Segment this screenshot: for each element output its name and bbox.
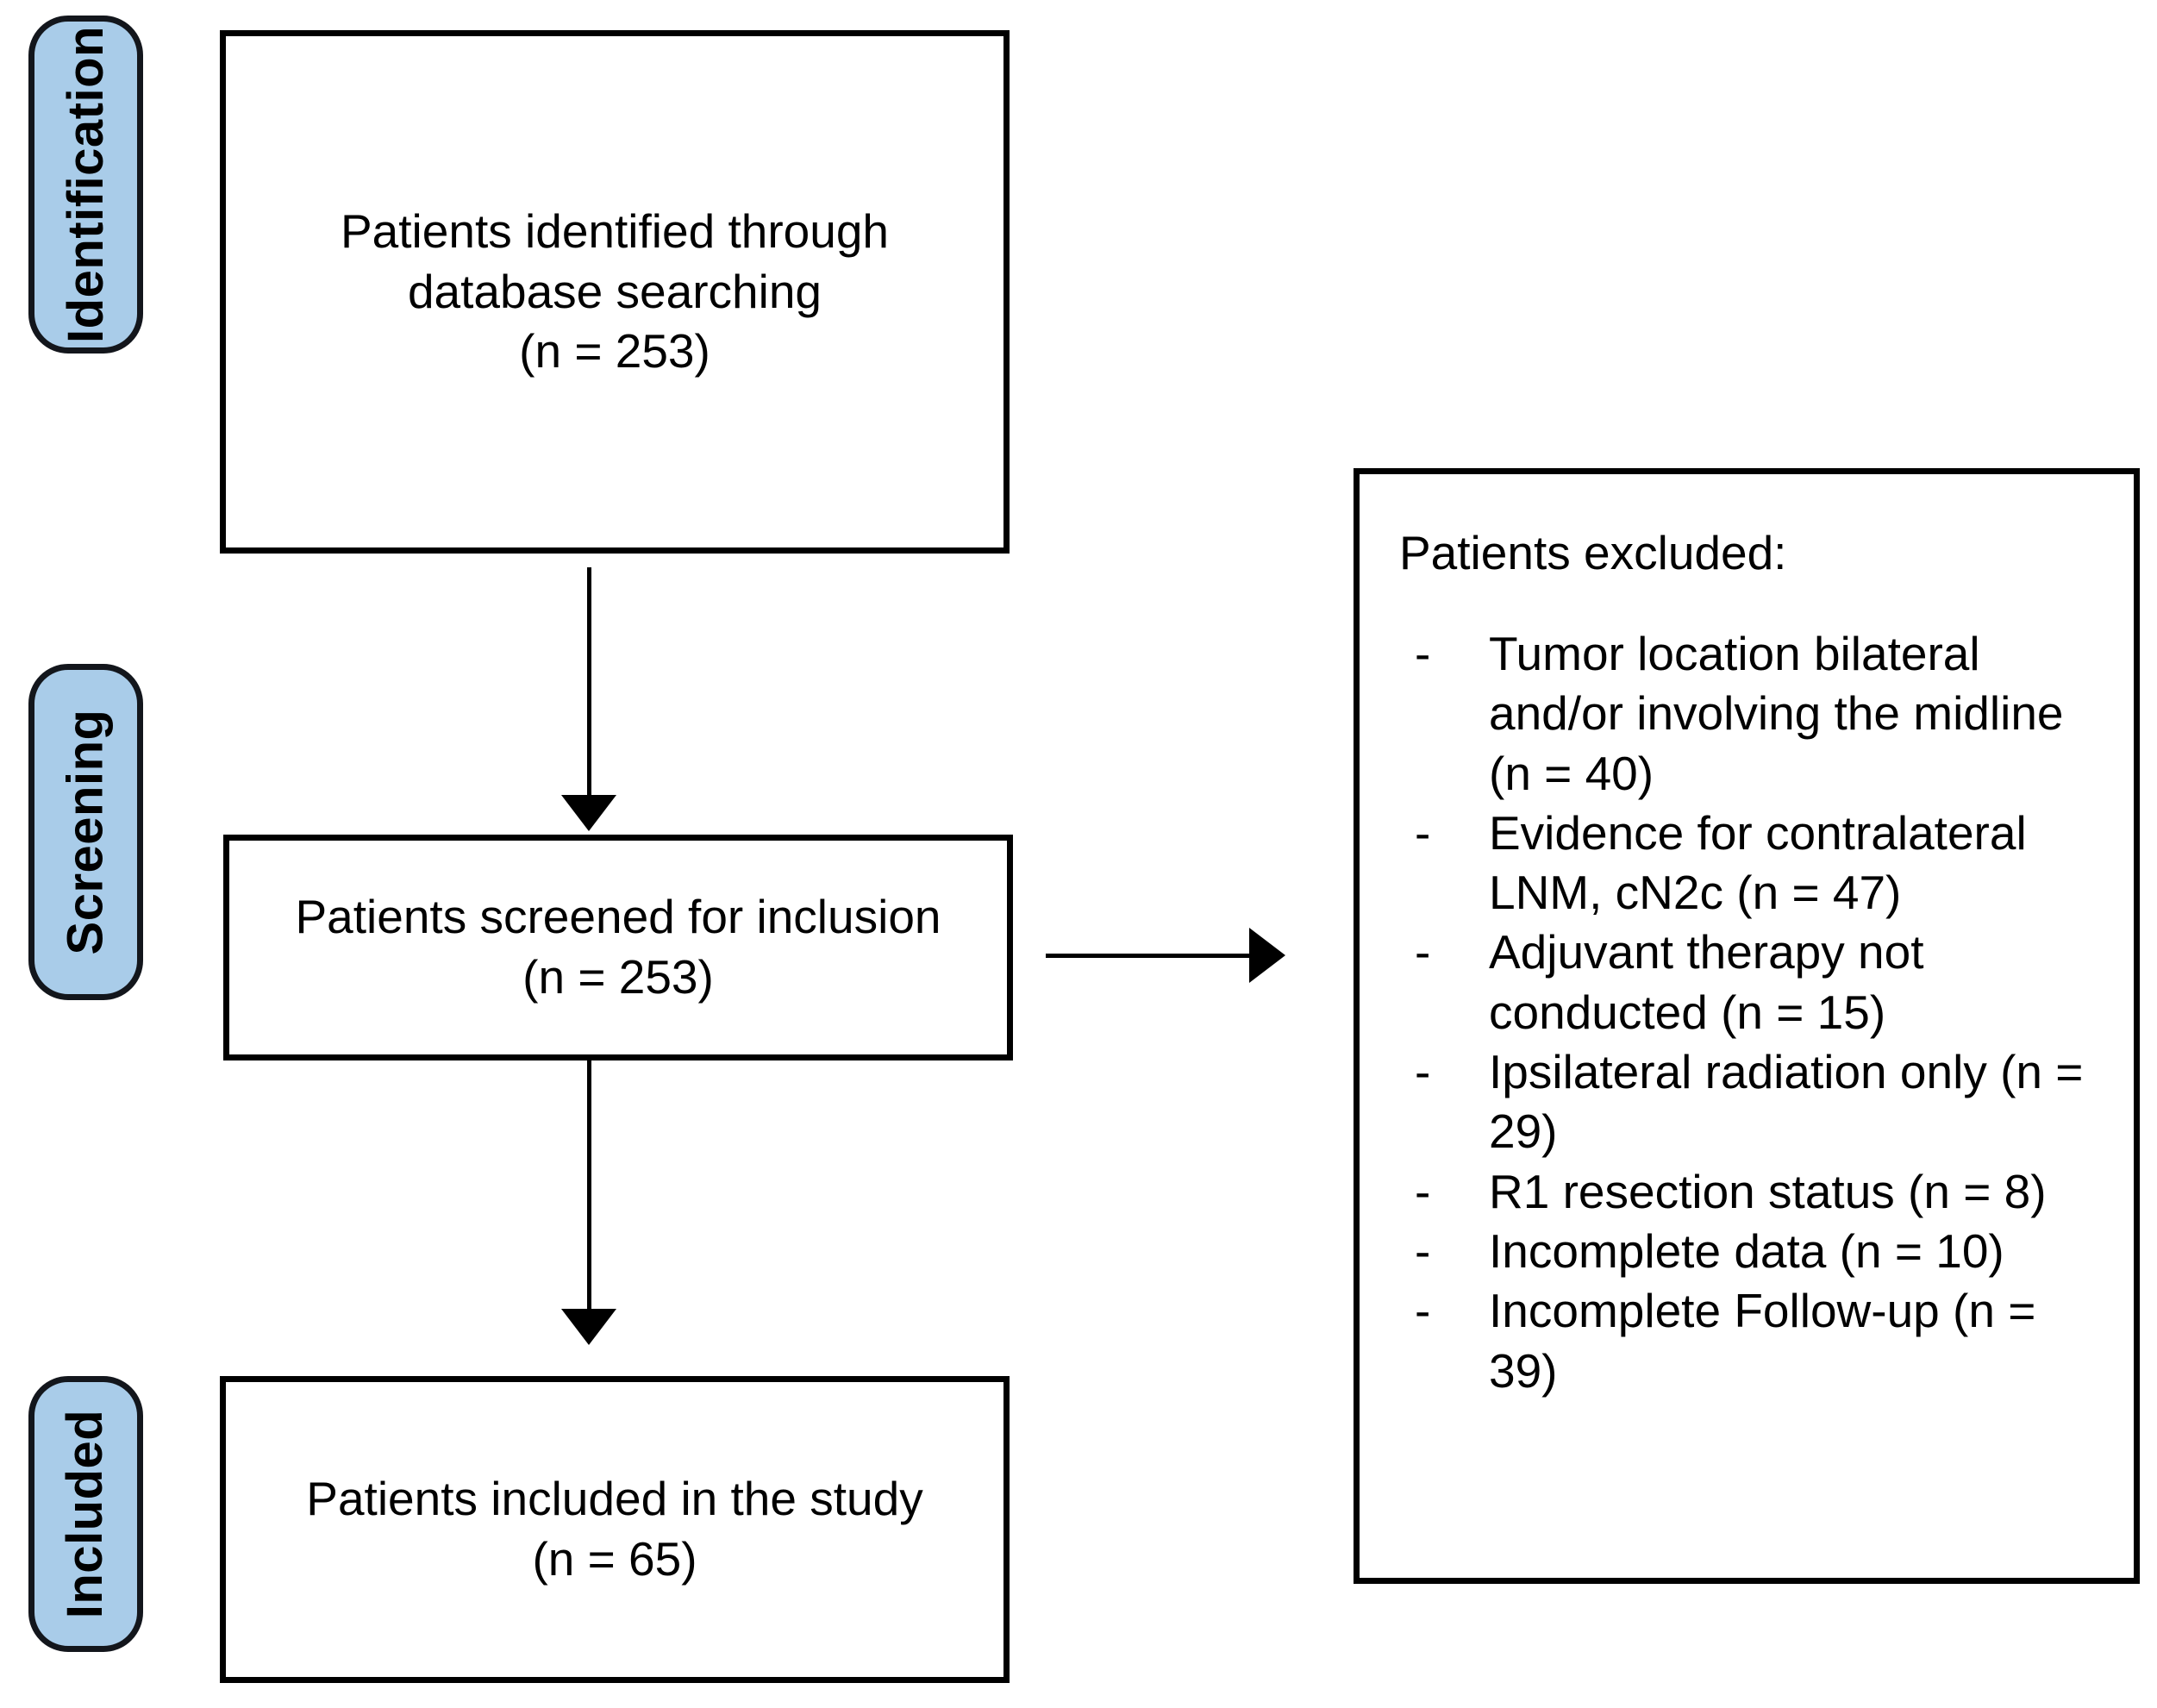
- exclusion-bullet-dash-icon: -: [1415, 1045, 1431, 1099]
- exclusion-reason-list: - Tumor location bilateral and/or involv…: [1399, 624, 2108, 1401]
- box-patients-identified-line-1: Patients identified through: [341, 203, 889, 258]
- box-patients-identified: Patients identified through database sea…: [220, 30, 1010, 554]
- exclusion-item-text: Tumor location bilateral and/or involvin…: [1489, 627, 2064, 800]
- exclusion-list-item: - Incomplete data (n = 10): [1399, 1222, 2108, 1281]
- exclusion-bullet-dash-icon: -: [1415, 805, 1431, 860]
- exclusion-bullet-dash-icon: -: [1415, 1284, 1431, 1338]
- box-patients-excluded: Patients excluded: - Tumor location bila…: [1354, 468, 2140, 1584]
- box-patients-identified-text: Patients identified through database sea…: [341, 202, 889, 383]
- stage-badge-screening-label: Screening: [57, 709, 114, 955]
- arrow-identified-to-screened: [561, 567, 616, 831]
- arrow-screened-to-excluded: [1046, 928, 1285, 983]
- exclusion-bullet-dash-icon: -: [1415, 627, 1431, 680]
- arrow-screened-to-excluded-shaft: [1046, 954, 1253, 958]
- arrow-screened-to-included-head: [561, 1309, 616, 1345]
- arrow-screened-to-included-shaft: [587, 1060, 591, 1311]
- arrow-screened-to-excluded-head: [1249, 928, 1285, 983]
- stage-badge-included: Included: [28, 1376, 143, 1652]
- box-patients-screened-line-2: (n = 253): [522, 950, 714, 1004]
- box-patients-included-line-2: (n = 65): [532, 1532, 697, 1586]
- box-patients-identified-line-3: (n = 253): [519, 324, 710, 379]
- exclusion-list-item: - Incomplete Follow-up (n = 39): [1399, 1281, 2108, 1401]
- box-patients-screened-line-1: Patients screened for inclusion: [295, 890, 941, 944]
- box-patients-included: Patients included in the study (n = 65): [220, 1376, 1010, 1683]
- stage-badge-included-label: Included: [57, 1409, 114, 1619]
- stage-badge-identification-label: Identification: [57, 26, 114, 343]
- exclusion-bullet-dash-icon: -: [1415, 925, 1431, 979]
- exclusion-bullet-dash-icon: -: [1415, 1223, 1431, 1278]
- arrow-screened-to-included: [561, 1060, 616, 1345]
- exclusion-list-item: - R1 resection status (n = 8): [1399, 1162, 2108, 1222]
- exclusion-title: Patients excluded:: [1399, 526, 1787, 579]
- stage-badge-identification: Identification: [28, 16, 143, 353]
- exclusion-item-text: Incomplete Follow-up (n = 39): [1489, 1284, 2036, 1398]
- exclusion-item-text: Ipsilateral radiation only (n = 29): [1489, 1045, 2084, 1159]
- box-patients-included-line-1: Patients included in the study: [306, 1472, 923, 1526]
- arrow-identified-to-screened-shaft: [587, 567, 591, 797]
- box-patients-identified-line-2: database searching: [407, 264, 822, 318]
- exclusion-bullet-dash-icon: -: [1415, 1164, 1431, 1218]
- exclusion-item-text: R1 resection status (n = 8): [1489, 1164, 2047, 1218]
- box-patients-included-text: Patients included in the study (n = 65): [306, 1469, 922, 1590]
- exclusion-list-item: - Ipsilateral radiation only (n = 29): [1399, 1042, 2108, 1162]
- arrow-identified-to-screened-head: [561, 795, 616, 831]
- exclusion-list-item: - Tumor location bilateral and/or involv…: [1399, 624, 2108, 804]
- box-patients-screened: Patients screened for inclusion (n = 253…: [223, 835, 1013, 1060]
- exclusion-item-text: Adjuvant therapy not conducted (n = 15): [1489, 925, 1924, 1039]
- exclusion-item-text: Evidence for contralateral LNM, cN2c (n …: [1489, 805, 2027, 920]
- exclusion-list-item: - Evidence for contralateral LNM, cN2c (…: [1399, 804, 2108, 923]
- exclusion-list-item: - Adjuvant therapy not conducted (n = 15…: [1399, 923, 2108, 1042]
- box-patients-screened-text: Patients screened for inclusion (n = 253…: [295, 887, 941, 1008]
- exclusion-item-text: Incomplete data (n = 10): [1489, 1223, 2004, 1278]
- stage-badge-screening: Screening: [28, 664, 143, 1000]
